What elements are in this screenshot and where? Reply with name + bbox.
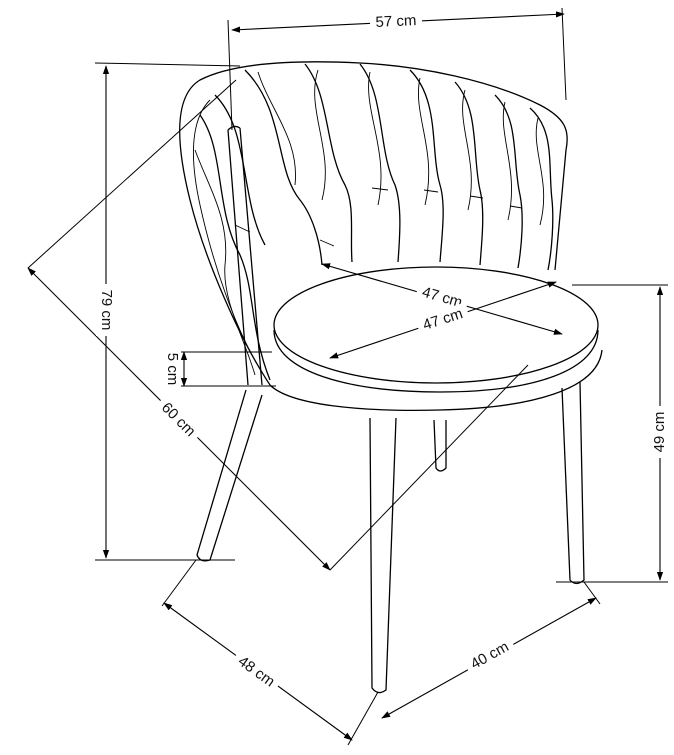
label-width: 57 cm (375, 12, 417, 31)
label-seat-thickness: 5 cm (164, 353, 181, 386)
label-seat-height: 49 cm (651, 412, 668, 453)
label-height: 79 cm (98, 290, 115, 331)
seat-frame-ring (269, 349, 603, 411)
leg-back (433, 419, 447, 472)
leg-right (561, 381, 585, 585)
leg-front-left (196, 389, 263, 562)
label-seat-width: 47 cm (421, 305, 465, 334)
leg-front-center (369, 417, 397, 694)
backrest-inner-edge (193, 99, 263, 373)
dimension-labels: 57 cm 79 cm 60 cm 47 cm 47 cm 5 cm 49 cm (96, 9, 670, 696)
backrest-outline (179, 61, 568, 386)
dimension-lines (27, 7, 668, 746)
braided-strands (194, 63, 554, 381)
label-leg-span: 40 cm (468, 638, 512, 673)
chair-illustration (179, 61, 603, 694)
